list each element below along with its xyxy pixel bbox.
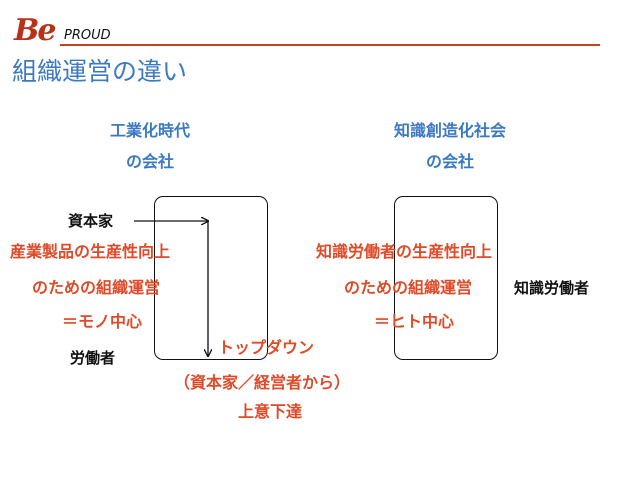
page-title: 組織運営の違い <box>12 57 188 86</box>
industrial-org-box <box>154 196 268 360</box>
brand-logo: Be PROUD <box>14 14 134 48</box>
industrial-focus-line1: 産業製品の生産性向上 <box>10 242 171 261</box>
industrial-heading-line1: 工業化時代 <box>109 121 190 140</box>
topdown-note-line1: （資本家／経営者から） <box>174 373 351 392</box>
knowledge-focus-line1: 知識労働者の生産性向上 <box>316 242 493 261</box>
topdown-note-line2: 上意下達 <box>238 402 303 421</box>
knowledge-heading-line2: の会社 <box>425 152 474 171</box>
industrial-heading-line2: の会社 <box>125 152 174 171</box>
logo-text: PROUD <box>64 28 111 43</box>
knowledge-worker-label: 知識労働者 <box>514 279 590 297</box>
logo-mark: Be <box>14 13 56 48</box>
capitalist-label: 資本家 <box>68 212 114 230</box>
knowledge-org-box <box>394 196 498 360</box>
header-divider <box>60 44 600 46</box>
industrial-focus-line2: のための組織運営 <box>32 278 161 297</box>
topdown-label: トップダウン <box>218 338 315 357</box>
knowledge-focus-line2: のための組織運営 <box>344 278 473 297</box>
industrial-focus-line3: ＝モノ中心 <box>62 312 143 331</box>
knowledge-heading-line1: 知識創造化社会 <box>393 121 506 140</box>
knowledge-focus-line3: ＝ヒト中心 <box>374 312 455 331</box>
worker-label: 労働者 <box>70 349 116 367</box>
